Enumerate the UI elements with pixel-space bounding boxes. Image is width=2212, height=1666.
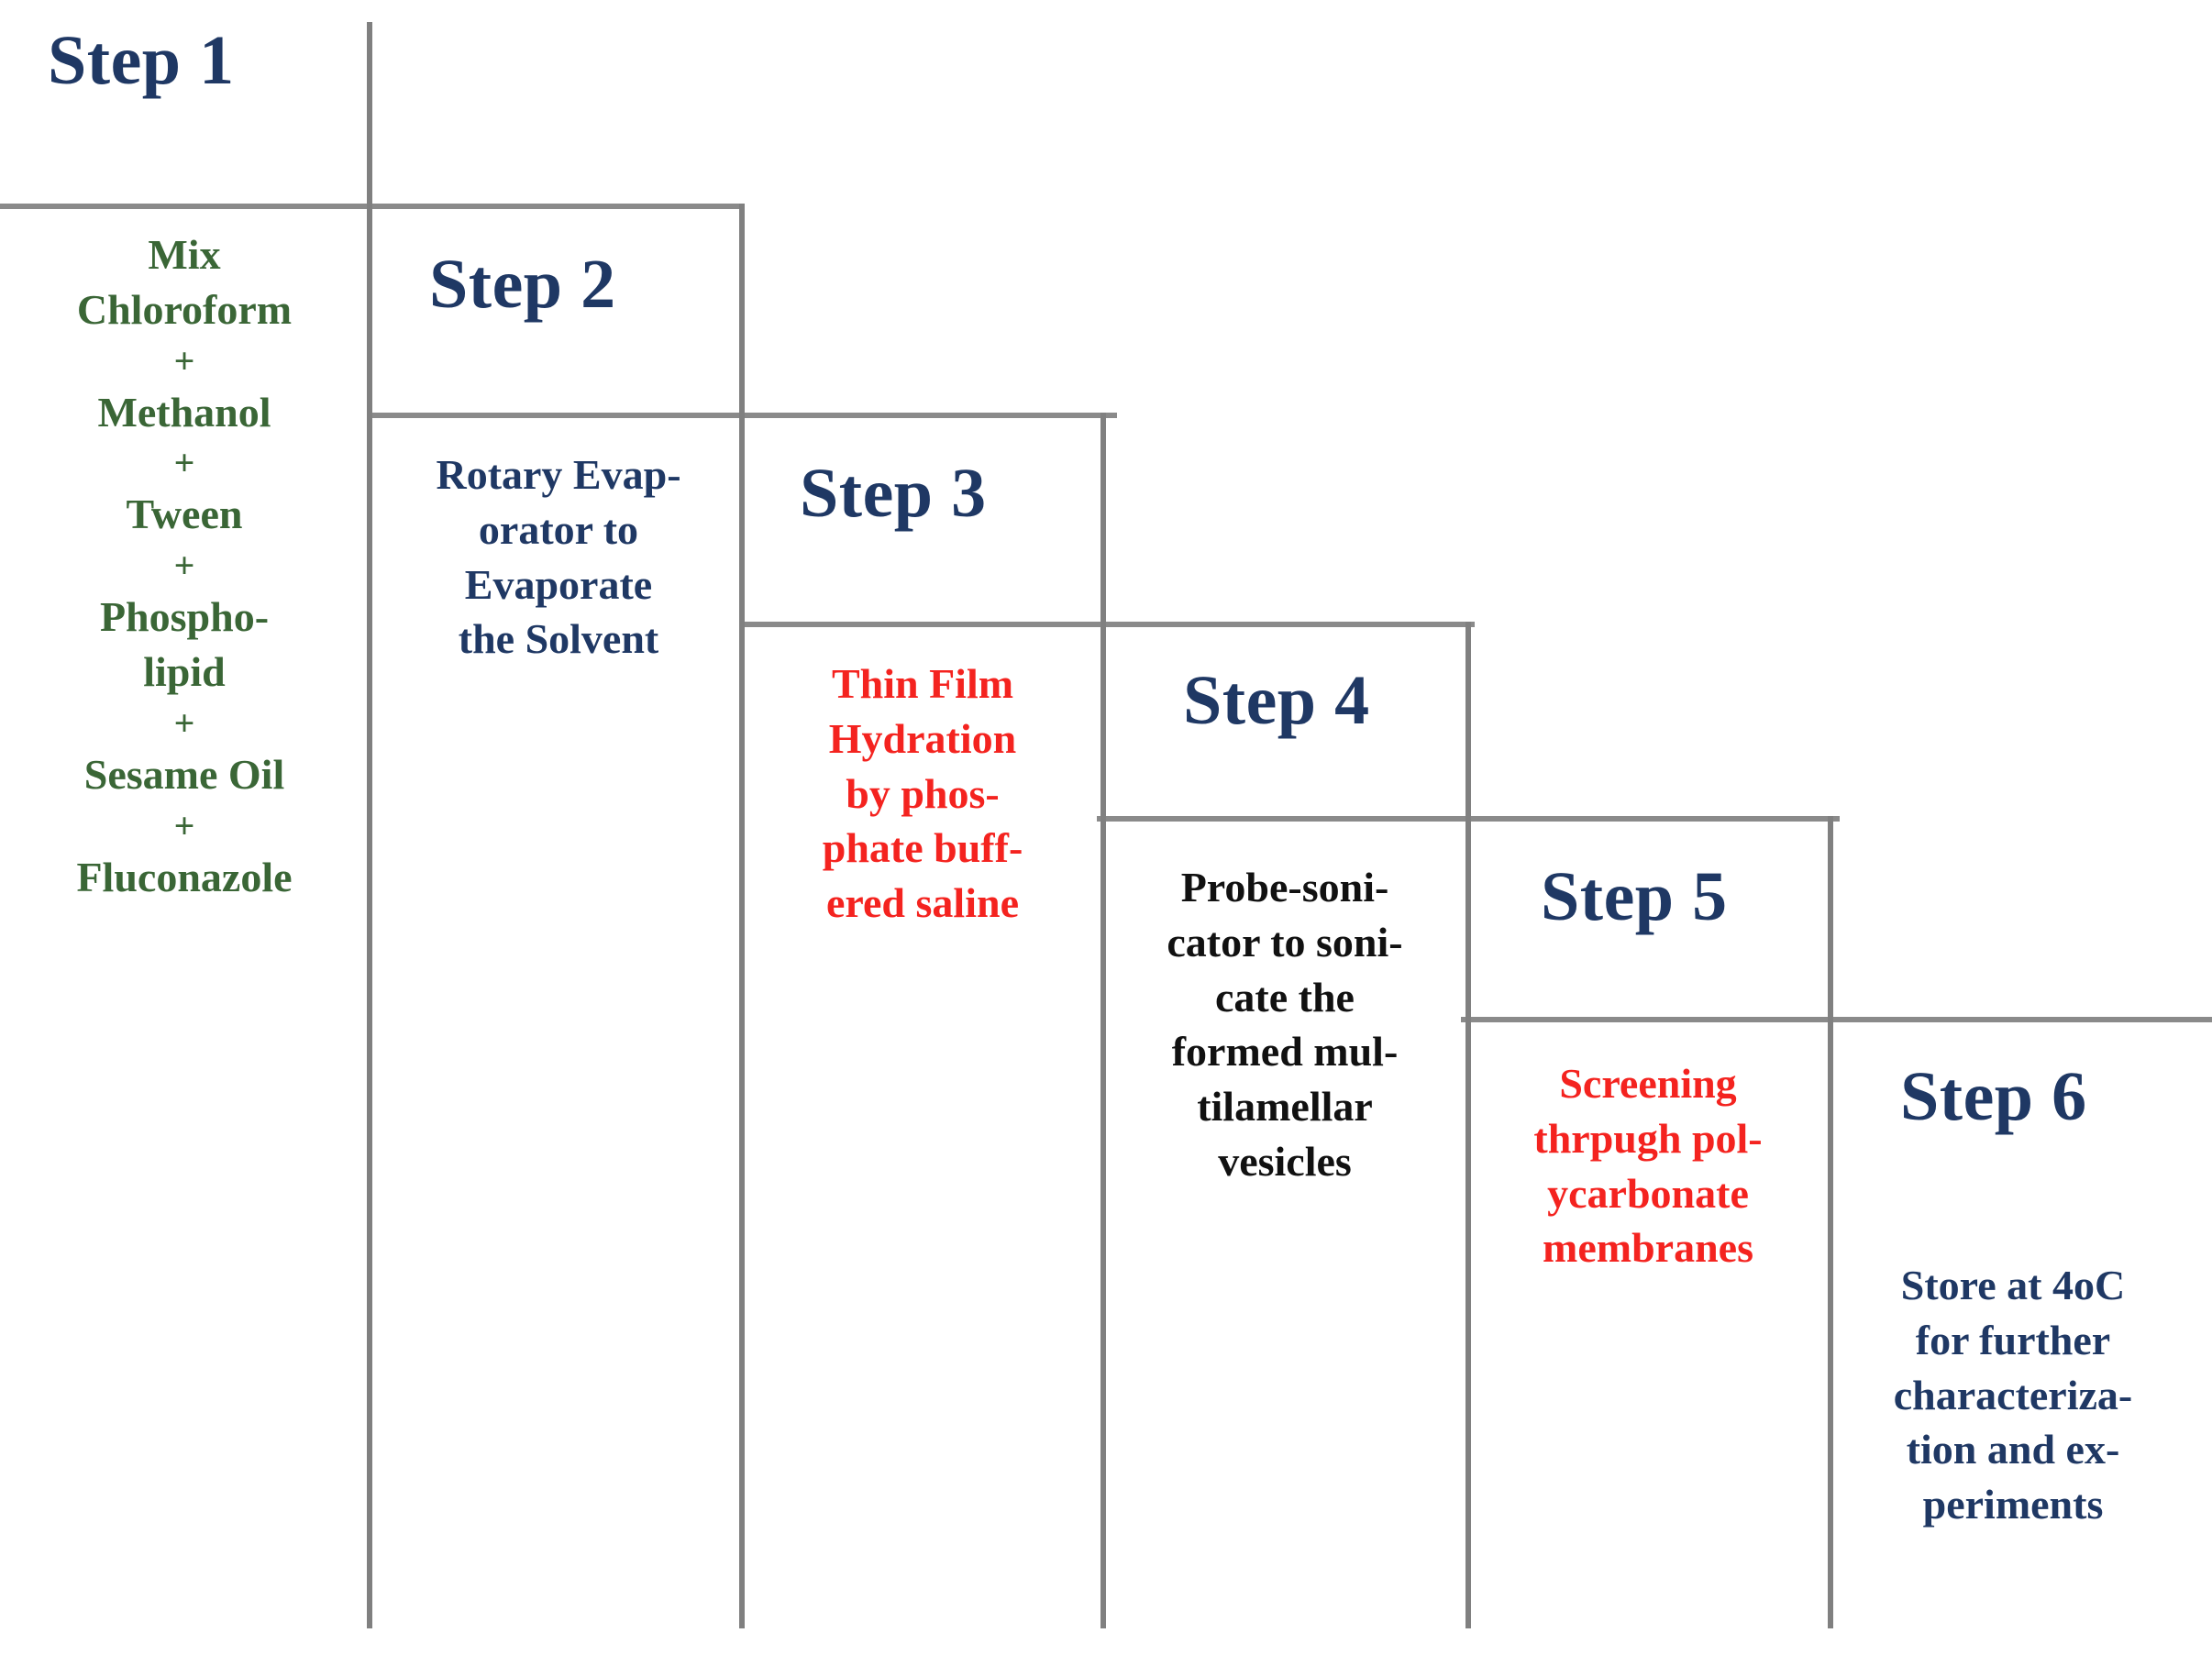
step-3-title: Step 3 [800, 455, 987, 532]
step-2-line-1: Rotary Evap- [436, 451, 681, 498]
step-3-body: Thin Film Hydration by phos- phate buff-… [747, 656, 1099, 931]
step-2-line-3: Evaporate [464, 560, 653, 608]
step-4-body: Probe-soni- cator to soni- cate the form… [1106, 860, 1464, 1189]
step-4-line-1: Probe-soni- [1180, 864, 1389, 910]
step-1-line-7: + [173, 545, 195, 587]
step-1-line-5: + [173, 442, 195, 484]
rule-step-5 [1828, 816, 1833, 1628]
step-4-line-2: cator to soni- [1167, 918, 1403, 965]
step-3-line-4: phate buff- [822, 824, 1023, 872]
step-2-title: Step 2 [429, 246, 616, 323]
step-6-title: Step 6 [1900, 1058, 2087, 1135]
rule-step-2 [739, 204, 745, 1628]
step-5-line-2: thrpugh pol- [1533, 1114, 1763, 1162]
step-3-line-5: ered saline [826, 879, 1019, 927]
step-6-line-1: Store at 4oC [1900, 1262, 2126, 1308]
step-1-line-10: + [173, 701, 195, 744]
step-6-body: Store at 4oC for further characteriza- t… [1834, 1258, 2192, 1532]
divider-step-3 [739, 622, 1475, 627]
step-1-line-13: Fluconazole [76, 853, 293, 900]
step-5-line-3: ycarbonate [1547, 1169, 1749, 1217]
step-5-line-4: membranes [1543, 1224, 1753, 1272]
divider-step-1 [0, 204, 745, 209]
step-2-line-2: orator to [478, 505, 639, 553]
step-3-line-2: Hydration [828, 714, 1017, 762]
step-6-line-2: for further [1915, 1316, 2111, 1363]
step-1-line-12: + [173, 804, 195, 846]
divider-step-5 [1461, 1017, 2212, 1022]
step-4-line-3: cate the [1215, 973, 1355, 1021]
step-1-line-2: Chloroform [76, 285, 293, 333]
step-4-line-4: formed mul- [1171, 1028, 1399, 1076]
rule-step-1 [367, 22, 372, 1628]
step-1-line-8: Phospho- [99, 593, 270, 641]
step-1-line-9: lipid [143, 647, 226, 695]
step-1-title: Step 1 [48, 22, 235, 99]
step-5-line-1: Screening [1559, 1060, 1737, 1107]
step-6-line-3: characteriza- [1893, 1371, 2133, 1418]
step-1-line-3: + [173, 339, 195, 381]
step-5-title: Step 5 [1541, 858, 1728, 935]
step-2-body: Rotary Evap- orator to Evaporate the Sol… [380, 447, 737, 667]
step-4-title: Step 4 [1183, 662, 1370, 739]
step-4-line-5: tilamellar [1197, 1083, 1373, 1131]
step-4-line-6: vesicles [1218, 1137, 1352, 1185]
step-3-line-1: Thin Film [831, 660, 1014, 707]
rule-step-3 [1100, 413, 1106, 1628]
step-1-line-11: Sesame Oil [83, 750, 285, 798]
step-3-line-3: by phos- [846, 769, 1000, 817]
rule-step-4 [1465, 622, 1471, 1628]
step-1-line-4: Methanol [97, 388, 271, 436]
step-5-body: Screening thrpugh pol- ycarbonate membra… [1471, 1056, 1825, 1275]
step-6-line-4: tion and ex- [1906, 1426, 2120, 1473]
step-1-line-1: Mix [148, 231, 221, 278]
step-1-line-6: Tween [126, 491, 243, 538]
step-1-body: Mix Chloroform + Methanol + Tween + Phos… [9, 227, 359, 904]
step-2-line-4: the Solvent [458, 615, 659, 663]
step-6-line-5: periments [1922, 1481, 2104, 1528]
